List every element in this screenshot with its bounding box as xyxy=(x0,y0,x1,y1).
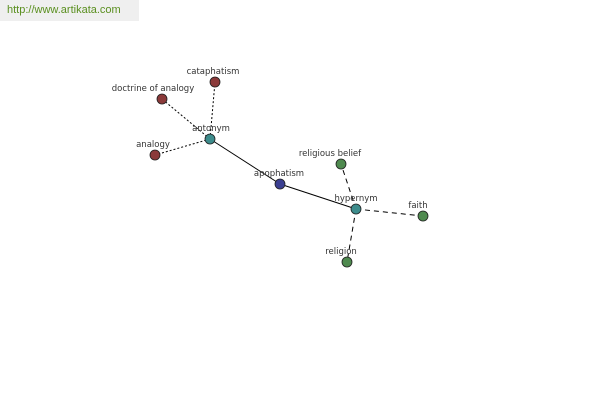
node-label-cataphatism[interactable]: cataphatism xyxy=(187,67,240,77)
edges-layer xyxy=(154,81,424,263)
edge-apophatism-hypernym xyxy=(279,183,357,210)
node-label-religious-belief[interactable]: religious belief xyxy=(299,149,362,159)
edge-antonym-analogy xyxy=(154,138,211,156)
edge-hypernym-faith xyxy=(355,208,424,217)
site-link[interactable]: http://www.artikata.com xyxy=(0,0,139,21)
node-label-doctrine-of-analogy[interactable]: doctrine of analogy xyxy=(112,84,194,94)
edge-antonym-doctrine-of-analogy xyxy=(161,98,211,140)
edge-hypernym-religious-belief xyxy=(340,163,357,210)
node-label-antonym[interactable]: antonym xyxy=(192,124,230,134)
node-hypernym[interactable] xyxy=(350,203,362,215)
node-label-analogy[interactable]: analogy xyxy=(136,140,170,150)
node-label-faith[interactable]: faith xyxy=(408,201,427,211)
node-faith[interactable] xyxy=(417,210,429,222)
node-cataphatism[interactable] xyxy=(209,76,221,88)
node-religion[interactable] xyxy=(341,256,353,268)
node-apophatism[interactable] xyxy=(274,178,286,190)
labels-layer: apophatism antonym hypernym cataphatism doct… xyxy=(112,67,428,257)
node-label-hypernym[interactable]: hypernym xyxy=(334,194,377,204)
node-label-religion[interactable]: religion xyxy=(325,247,357,257)
node-analogy[interactable] xyxy=(149,149,161,161)
node-religious-belief[interactable] xyxy=(335,158,347,170)
edge-apophatism-antonym xyxy=(209,138,281,185)
node-label-apophatism[interactable]: apophatism xyxy=(254,169,304,179)
nodes-layer xyxy=(149,76,429,268)
node-antonym[interactable] xyxy=(204,133,216,145)
edge-antonym-cataphatism xyxy=(209,81,216,140)
node-doctrine-of-analogy[interactable] xyxy=(156,93,168,105)
